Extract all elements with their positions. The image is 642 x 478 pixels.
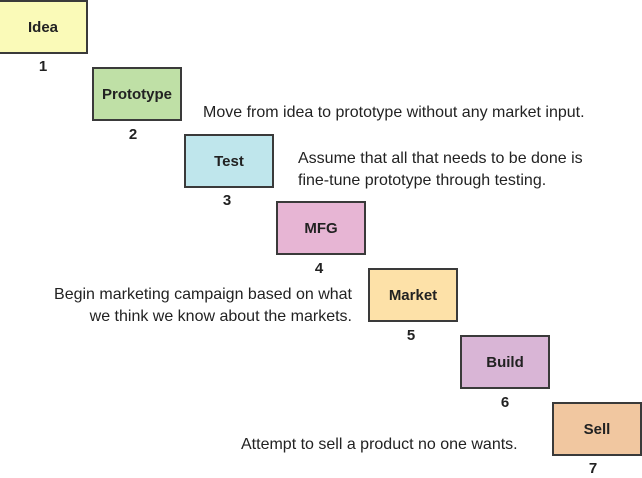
- stage-number-6: 6: [500, 394, 510, 411]
- note-market-line-2: we think we know about the markets.: [89, 308, 352, 325]
- note-prototype: Move from idea to prototype without any …: [203, 102, 585, 124]
- stage-idea: Idea: [0, 0, 88, 54]
- stage-prototype: Prototype: [92, 67, 182, 121]
- note-sell: Attempt to sell a product no one wants.: [241, 434, 518, 456]
- stage-test: Test: [184, 134, 274, 188]
- stage-number-4: 4: [314, 260, 324, 277]
- note-test-line-1: Assume that all that needs to be done is: [298, 150, 583, 167]
- stage-market: Market: [368, 268, 458, 322]
- stage-number-3: 3: [222, 192, 232, 209]
- stage-sell: Sell: [552, 402, 642, 456]
- stage-mfg: MFG: [276, 201, 366, 255]
- note-sell-line-1: Attempt to sell a product no one wants.: [241, 436, 518, 453]
- note-market-line-1: Begin marketing campaign based on what: [54, 286, 352, 303]
- note-prototype-line-1: Move from idea to prototype without any …: [203, 104, 585, 121]
- note-market: Begin marketing campaign based on what w…: [54, 284, 352, 328]
- stage-number-1: 1: [38, 58, 48, 75]
- stage-number-7: 7: [588, 460, 598, 477]
- note-test: Assume that all that needs to be done is…: [298, 148, 583, 192]
- stage-build: Build: [460, 335, 550, 389]
- stage-number-5: 5: [406, 327, 416, 344]
- stage-number-2: 2: [128, 126, 138, 143]
- note-test-line-2: fine-tune prototype through testing.: [298, 172, 547, 189]
